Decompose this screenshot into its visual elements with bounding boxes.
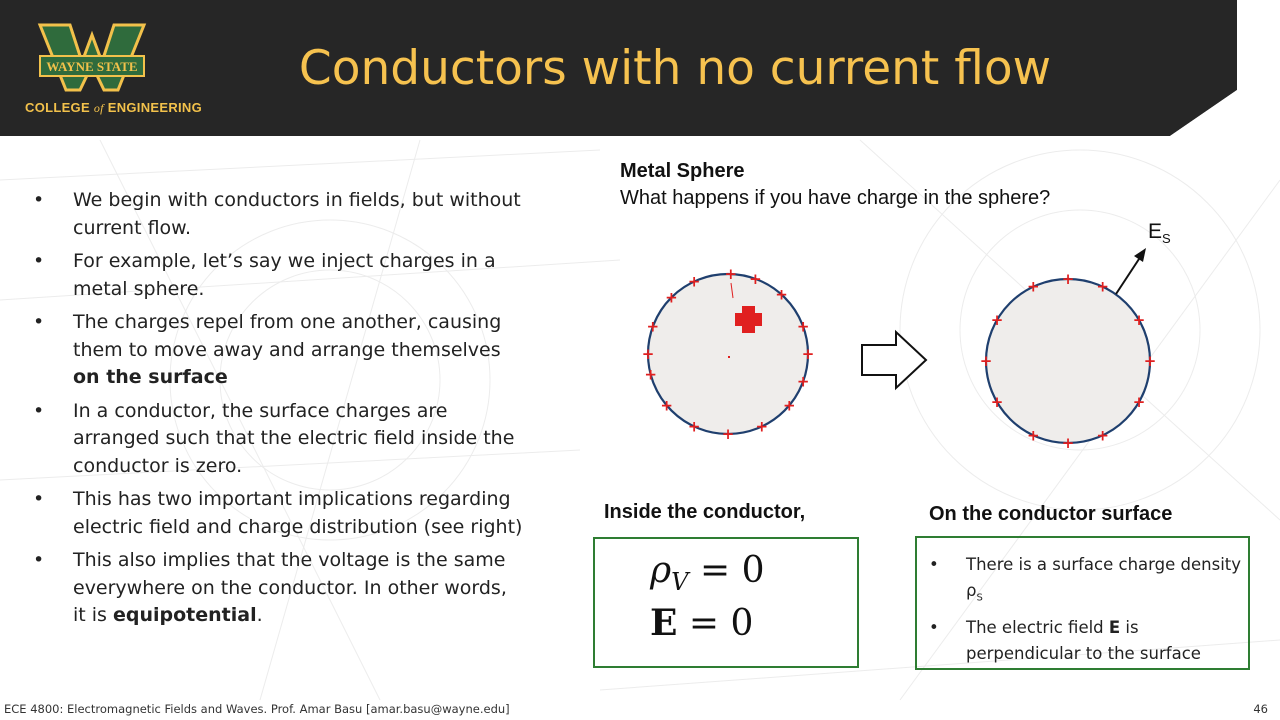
plus-charge: + [722,425,735,443]
surface-charges-after: + + + + + + + + + + + + [980,270,1157,452]
field-equation: E = 0 [650,602,754,644]
surface-fact-item: •There is a surface charge density ρS [929,552,1244,611]
inside-equations-box [593,537,859,668]
plus-charge: + [1062,434,1075,452]
footer-course-info: ECE 4800: Electromagnetic Fields and Wav… [4,702,510,716]
field-label-es: ES [1148,220,1171,247]
surface-facts-box: •There is a surface charge density ρS •T… [915,536,1250,670]
header-bar [0,0,1280,136]
plus-charge: + [644,366,657,384]
plus-charge: + [802,345,815,363]
right-arrow-icon [861,329,928,391]
plus-charge: + [647,318,660,336]
sphere-diagram: ++++++++++++++++ ++++++++++++ [642,248,1157,452]
plus-charge: + [688,273,701,291]
metal-sphere-heading: Metal Sphere [620,160,745,182]
plus-charge: + [1133,311,1146,329]
plus-charge: + [725,265,738,283]
bullet-marker: • [33,311,45,333]
bold-phrase: equipotential [113,604,257,626]
inside-conductor-heading: Inside the conductor, [604,501,806,523]
plus-charge: + [1027,426,1040,444]
bullet-marker: • [33,399,45,422]
sphere-before [646,272,810,436]
bullet-item: •For example, let’s say we inject charge… [33,250,496,300]
plus-charge: + [797,372,810,390]
bullet-marker: • [33,549,45,571]
plus-charge: + [1096,426,1109,444]
charge-density-equation: ρV = 0 [650,550,765,597]
plus-charge: + [797,318,810,336]
bullet-marker: • [929,555,939,574]
surface-fact-item: •The electric field E is perpendicular t… [929,615,1244,667]
college-of-engineering-label: COLLEGE of ENGINEERING [25,100,203,115]
bullet-marker: • [33,189,45,211]
bullet-item: •The charges repel from one another, cau… [33,311,502,388]
wayne-state-logo: WAYNE STATE [37,23,147,92]
bullet-item: •This also implies that the voltage is t… [33,549,507,626]
page-number: 46 [1253,702,1268,716]
plus-charge: + [980,352,993,370]
bullet-marker: • [33,488,45,510]
bullet-marker: • [33,250,45,272]
plus-charge: + [1096,278,1109,296]
field-arrowhead [1134,248,1146,262]
plus-charge: + [1062,270,1075,288]
inner-charge-trail [730,282,734,299]
field-vector-arrow [1115,258,1140,295]
plus-charge: + [756,418,769,436]
bullet-item: •This has two important implications reg… [33,488,523,538]
plus-charge: + [1027,278,1040,296]
plus-charge: + [1144,352,1157,370]
sphere-after [984,277,1152,445]
plus-charge: + [783,396,796,414]
plus-charge: + [991,393,1004,411]
plus-charge: + [642,345,655,363]
plus-charge: + [749,270,762,288]
surface-charges-before: ++++++++++++++++ [642,265,815,443]
slide-title: Conductors with no current flow [298,41,1052,96]
bullet-list: •We begin with conductors in fields, but… [33,187,523,636]
surface-heading: On the conductor surface [929,503,1173,525]
bullet-item: •In a conductor, the surface charges are… [33,399,515,477]
plus-charge: + [665,288,678,306]
svg-text:WAYNE STATE: WAYNE STATE [46,59,137,74]
plus-charge: + [660,396,673,414]
bold-phrase: on the surface [73,366,228,388]
sphere-question: What happens if you have charge in the s… [620,187,1051,209]
bullet-item: •We begin with conductors in fields, but… [33,189,521,239]
inner-charge-dot [728,356,730,358]
plus-charge: + [775,286,788,304]
surface-facts-list: •There is a surface charge density ρS •T… [929,552,1244,671]
bullet-marker: • [929,618,939,638]
plus-charge: + [991,311,1004,329]
plus-charge: + [1133,393,1146,411]
inner-charge [735,306,762,333]
plus-charge: + [688,418,701,436]
